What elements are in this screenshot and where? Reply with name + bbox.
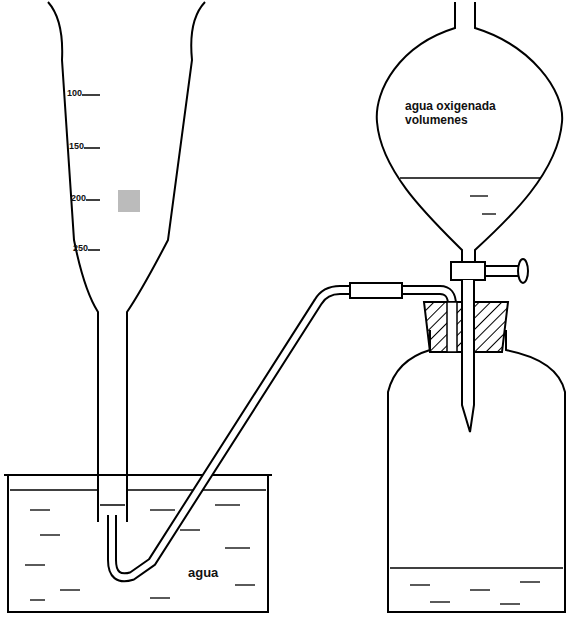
water-dash	[150, 509, 175, 510]
separatory-funnel	[377, 2, 562, 432]
water-dash	[215, 504, 240, 505]
graduation-number: 200	[60, 193, 86, 203]
water-dash	[235, 584, 255, 585]
tube-in-stopper	[447, 302, 457, 352]
water-dash	[180, 529, 200, 530]
graduated-cylinder	[48, 2, 205, 522]
water-dash	[30, 509, 50, 510]
water-dash	[40, 534, 60, 535]
delivery-tube	[112, 283, 452, 577]
water-dash	[430, 601, 450, 602]
water-dash	[500, 603, 520, 604]
flask-label: agua oxigenada volumenes	[405, 100, 545, 128]
graduation-number: 100	[56, 88, 82, 98]
water-dash	[410, 584, 430, 585]
bottle	[388, 330, 565, 612]
water-dash	[60, 589, 80, 590]
water-dash	[520, 581, 540, 582]
water-dash	[25, 564, 45, 565]
water-trough	[4, 475, 272, 612]
water-label: agua	[188, 566, 248, 581]
graduation-number: 250	[62, 243, 88, 253]
water-dash	[225, 547, 250, 548]
graduation-number: 150	[58, 141, 84, 151]
water-dash	[470, 589, 490, 590]
water-dash	[150, 597, 170, 598]
water-dash	[30, 599, 45, 600]
